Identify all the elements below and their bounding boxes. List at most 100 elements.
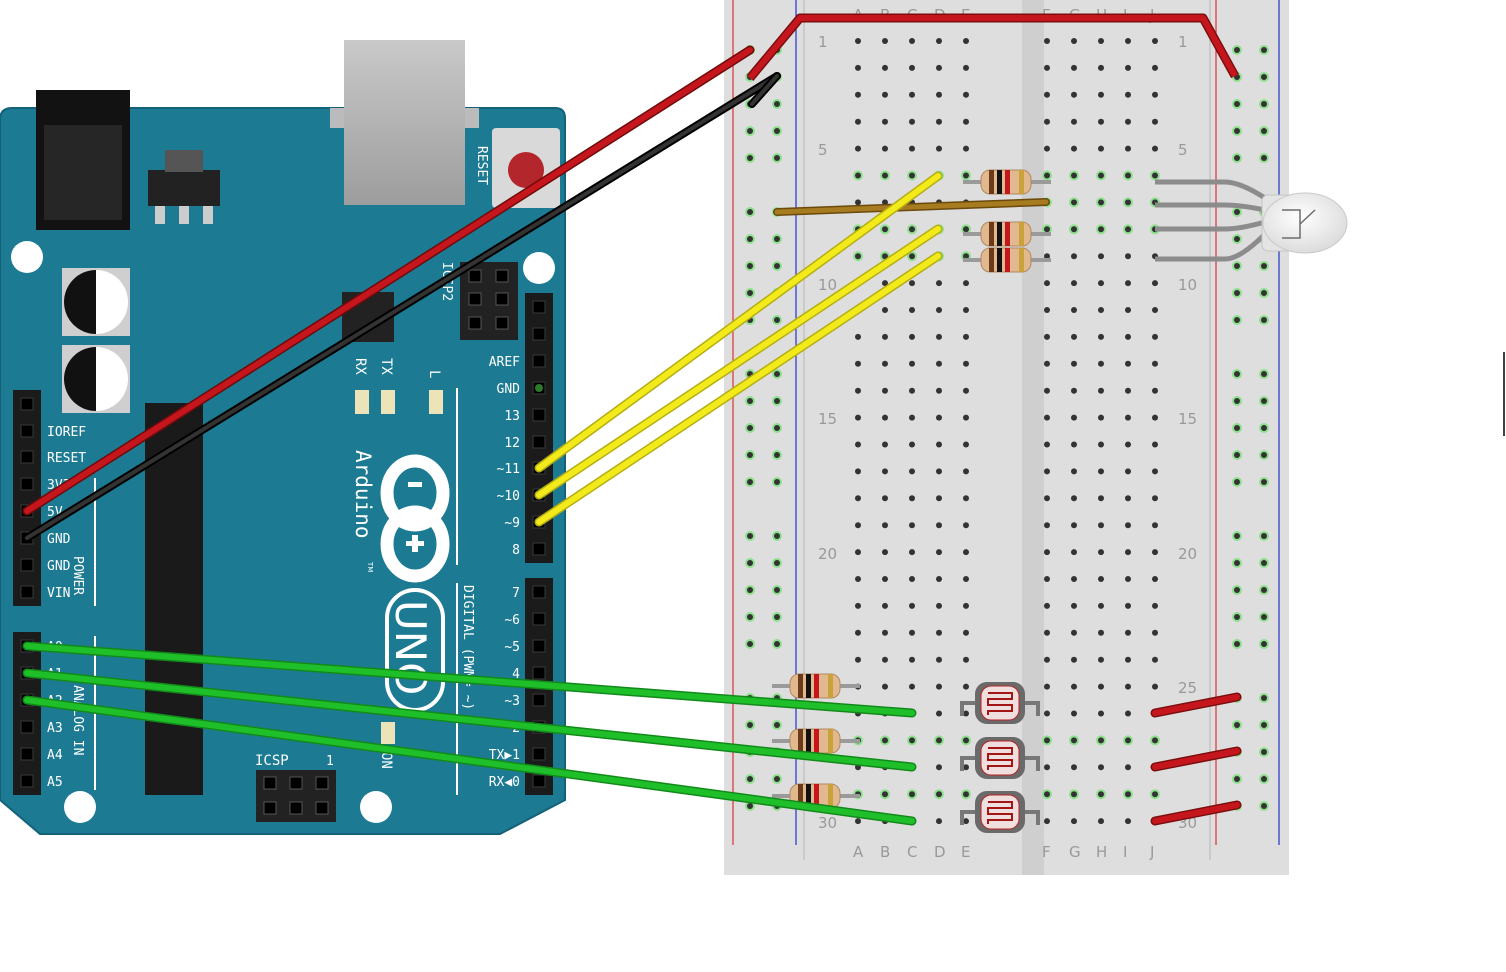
- l-led: [429, 390, 443, 414]
- capacitor: [62, 268, 130, 336]
- header-pin[interactable]: [20, 450, 34, 464]
- digital-pin-label: AREF: [489, 355, 520, 370]
- breadboard-hole: [855, 576, 861, 582]
- breadboard-hole: [855, 656, 861, 663]
- icsp2-pin: [495, 316, 509, 330]
- resistor: [963, 247, 1051, 273]
- breadboard-hole: [1071, 522, 1077, 529]
- breadboard-hole: [882, 280, 888, 287]
- header-pin[interactable]: [532, 693, 546, 707]
- breadboard-hole: [1125, 199, 1131, 206]
- header-pin[interactable]: [532, 639, 546, 653]
- tx-led: [381, 390, 395, 414]
- breadboard-hole: [1152, 38, 1158, 44]
- breadboard-hole: [855, 522, 861, 529]
- breadboard-hole: [936, 683, 942, 690]
- breadboard-hole: [1044, 522, 1050, 529]
- breadboard-hole: [1071, 172, 1077, 179]
- breadboard-hole: [855, 38, 861, 44]
- l-label: L: [426, 370, 442, 378]
- resistor: [963, 169, 1051, 195]
- breadboard-hole: [1044, 683, 1050, 690]
- rail-hole: [747, 290, 753, 296]
- row-number: 25: [1178, 679, 1197, 697]
- photoresistor: [960, 737, 1040, 779]
- breadboard-hole: [1071, 576, 1077, 582]
- breadboard-hole: [963, 145, 969, 152]
- breadboard-hole: [1044, 226, 1050, 233]
- rail-hole: [1234, 425, 1240, 431]
- header-pin[interactable]: [532, 747, 546, 761]
- breadboard-hole: [1125, 145, 1131, 152]
- breadboard-hole: [1044, 118, 1050, 125]
- analog-section-label: ANALOG IN: [70, 685, 85, 755]
- rail-hole: [774, 722, 780, 728]
- breadboard-hole: [909, 145, 915, 152]
- breadboard-hole: [1152, 172, 1158, 179]
- header-pin[interactable]: [20, 747, 34, 761]
- header-pin[interactable]: [20, 424, 34, 438]
- icsp-pin: [315, 801, 329, 815]
- rail-hole: [1261, 155, 1267, 161]
- header-pin[interactable]: [20, 774, 34, 788]
- rail-hole: [1234, 722, 1240, 728]
- breadboard-hole: [1044, 764, 1050, 771]
- breadboard-hole: [1071, 64, 1077, 71]
- arduino-uno-board: RESET ICSP2 ICS: [0, 40, 566, 835]
- header-pin[interactable]: [532, 435, 546, 449]
- rail-hole: [1261, 452, 1267, 458]
- resistor: [772, 728, 860, 754]
- breadboard-hole: [855, 64, 861, 71]
- breadboard-hole: [909, 118, 915, 125]
- capacitor: [62, 345, 130, 413]
- header-pin[interactable]: [20, 720, 34, 734]
- reset-button-cap[interactable]: [508, 152, 544, 188]
- breadboard-hole: [1152, 307, 1158, 313]
- breadboard-hole: [936, 118, 942, 125]
- header-pin[interactable]: [532, 354, 546, 368]
- breadboard-hole: [936, 629, 942, 636]
- breadboard-hole: [963, 549, 969, 556]
- breadboard-hole: [936, 387, 942, 394]
- breadboard-hole: [1125, 522, 1131, 529]
- header-pin[interactable]: [20, 397, 34, 411]
- header-pin[interactable]: [20, 558, 34, 572]
- header-pin[interactable]: [532, 666, 546, 680]
- header-pin[interactable]: [532, 408, 546, 422]
- breadboard-hole: [1071, 791, 1077, 798]
- breadboard-hole: [1098, 307, 1104, 313]
- mounting-hole: [64, 791, 96, 823]
- digital-pin-label: 13: [504, 409, 520, 424]
- breadboard-hole: [1098, 91, 1104, 98]
- breadboard-hole: [855, 360, 861, 367]
- header-pin[interactable]: [532, 327, 546, 341]
- breadboard-hole: [936, 441, 942, 448]
- header-pin[interactable]: [532, 774, 546, 788]
- header-pin[interactable]: [532, 300, 546, 314]
- rail-hole: [774, 560, 780, 566]
- icsp-pin: [289, 801, 303, 815]
- header-pin[interactable]: [532, 612, 546, 626]
- breadboard-hole: [1044, 91, 1050, 98]
- breadboard-hole: [963, 683, 969, 690]
- breadboard-hole: [882, 118, 888, 125]
- header-pin[interactable]: [532, 542, 546, 556]
- breadboard-hole: [882, 576, 888, 582]
- breadboard-hole: [1125, 629, 1131, 636]
- breadboard-hole: [1098, 64, 1104, 71]
- header-pin[interactable]: [20, 477, 34, 491]
- rail-hole: [1234, 47, 1240, 53]
- header-pin[interactable]: [532, 585, 546, 599]
- breadboard-hole: [963, 226, 969, 233]
- breadboard-hole: [1125, 333, 1131, 340]
- breadboard-hole: [1125, 576, 1131, 582]
- rx-label: RX: [352, 358, 368, 375]
- breadboard-hole: [936, 333, 942, 340]
- breadboard-hole: [855, 629, 861, 636]
- breadboard-hole: [909, 38, 915, 44]
- header-pin[interactable]: [20, 585, 34, 599]
- breadboard-hole: [936, 576, 942, 582]
- breadboard-hole: [1152, 280, 1158, 287]
- power-pin-label: IOREF: [47, 425, 86, 440]
- breadboard-hole: [1098, 656, 1104, 663]
